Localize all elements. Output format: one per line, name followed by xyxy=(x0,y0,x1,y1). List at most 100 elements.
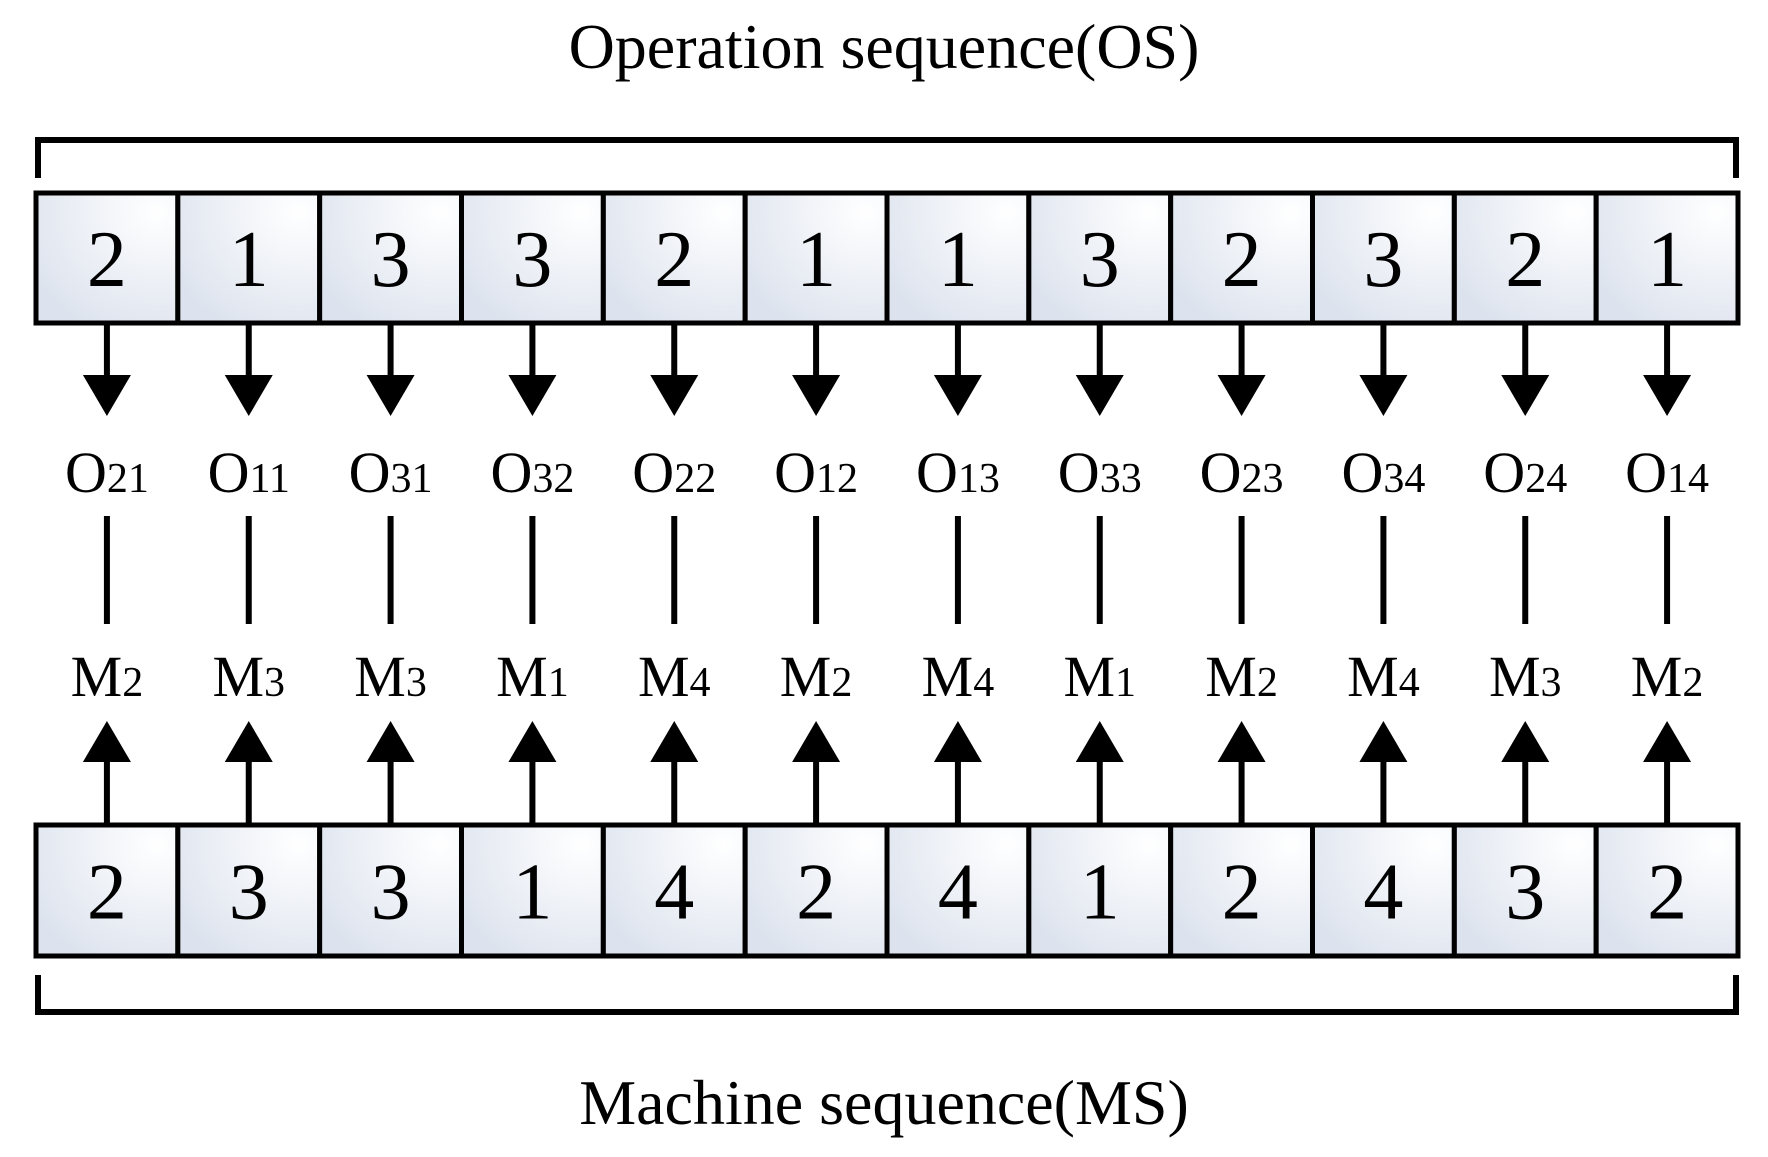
operation-label-letter: O xyxy=(1341,440,1383,505)
ms-cell xyxy=(1026,822,1174,959)
machine-label: M2 xyxy=(780,644,853,709)
machine-label-subscript: 3 xyxy=(1541,660,1562,706)
arrow-down-icon xyxy=(508,375,557,416)
os-value: 3 xyxy=(1363,216,1403,304)
ms-value: 2 xyxy=(796,849,836,937)
operation-label-subscript: 23 xyxy=(1242,456,1284,502)
operation-label-subscript: 24 xyxy=(1525,456,1567,502)
os-cell xyxy=(33,190,181,326)
operation-label: O34 xyxy=(1341,440,1425,505)
os-bracket xyxy=(35,137,1739,178)
machine-label: M3 xyxy=(212,644,285,709)
os-value: 3 xyxy=(371,216,411,304)
arrow-down-icon xyxy=(1217,375,1266,416)
machine-label-letter: M xyxy=(496,644,548,709)
machine-label-subscript: 2 xyxy=(122,660,143,706)
machine-label: M3 xyxy=(354,644,427,709)
operation-label: O33 xyxy=(1058,440,1142,505)
ms-cell xyxy=(884,822,1032,959)
machine-label-subscript: 3 xyxy=(406,660,427,706)
ms-cell xyxy=(1310,822,1457,959)
operation-label-subscript: 12 xyxy=(816,456,858,502)
operation-label: O23 xyxy=(1200,440,1284,505)
operation-label-subscript: 34 xyxy=(1383,456,1425,502)
arrow-down-icon xyxy=(82,375,131,416)
operation-label: O31 xyxy=(349,440,433,505)
arrow-up-icon xyxy=(508,721,557,762)
machine-label: M2 xyxy=(1205,644,1278,709)
machine-label-subscript: 2 xyxy=(1257,660,1278,706)
machine-label-letter: M xyxy=(212,644,264,709)
arrow-down-icon xyxy=(650,375,699,416)
machine-label: M4 xyxy=(1347,644,1420,709)
os-cell xyxy=(1026,190,1174,326)
arrow-down-icon xyxy=(1643,375,1692,416)
os-cell xyxy=(1310,190,1457,326)
arrow-up-icon xyxy=(1501,721,1550,762)
operation-label: O13 xyxy=(916,440,1000,505)
ms-cell xyxy=(742,822,890,959)
arrow-up-icon xyxy=(366,721,415,762)
os-value: 2 xyxy=(654,216,694,304)
arrow-up-icon xyxy=(224,721,273,762)
operation-label: O11 xyxy=(208,440,290,505)
operation-label-subscript: 11 xyxy=(249,456,289,502)
mapping-links xyxy=(82,323,1692,825)
arrow-up-icon xyxy=(1217,721,1266,762)
ms-cell xyxy=(1593,822,1741,959)
os-cell xyxy=(1593,190,1741,326)
machine-label: M1 xyxy=(1063,644,1136,709)
machine-label: M4 xyxy=(638,644,711,709)
machine-label-letter: M xyxy=(1347,644,1399,709)
operation-label-subscript: 31 xyxy=(391,456,433,502)
machine-label-subscript: 2 xyxy=(1682,660,1703,706)
machine-label: M1 xyxy=(496,644,569,709)
os-value: 2 xyxy=(1222,216,1262,304)
arrow-up-icon xyxy=(792,721,841,762)
operation-label-subscript: 33 xyxy=(1100,456,1142,502)
operation-label-letter: O xyxy=(349,440,391,505)
operation-label-letter: O xyxy=(208,440,250,505)
arrow-up-icon xyxy=(1643,721,1692,762)
machine-label-letter: M xyxy=(1631,644,1683,709)
machine-label-subscript: 1 xyxy=(1115,660,1136,706)
arrow-down-icon xyxy=(792,375,841,416)
operation-label-letter: O xyxy=(632,440,674,505)
operation-label-letter: O xyxy=(916,440,958,505)
ms-cell xyxy=(1451,822,1599,959)
operation-label-letter: O xyxy=(65,440,107,505)
operation-label-letter: O xyxy=(1483,440,1525,505)
operation-label-subscript: 14 xyxy=(1667,456,1709,502)
machine-label-subscript: 1 xyxy=(548,660,569,706)
operation-label: O32 xyxy=(490,440,574,505)
ms-cell xyxy=(317,822,464,959)
os-value: 1 xyxy=(796,216,836,304)
ms-value: 3 xyxy=(229,849,269,937)
operation-label-subscript: 32 xyxy=(532,456,574,502)
ms-cell xyxy=(1168,822,1315,959)
ms-value: 2 xyxy=(1222,849,1262,937)
ms-value: 4 xyxy=(938,849,978,937)
os-value: 3 xyxy=(1080,216,1120,304)
arrow-down-icon xyxy=(224,375,273,416)
arrow-up-icon xyxy=(1359,721,1408,762)
ms-value: 1 xyxy=(1080,849,1120,937)
machine-label-subscript: 3 xyxy=(264,660,285,706)
os-value: 1 xyxy=(938,216,978,304)
operation-label-letter: O xyxy=(1625,440,1667,505)
operation-label-subscript: 21 xyxy=(107,456,149,502)
machine-label: M3 xyxy=(1489,644,1562,709)
operation-label: O22 xyxy=(632,440,716,505)
machine-label-subscript: 4 xyxy=(690,660,711,706)
arrow-up-icon xyxy=(1075,721,1124,762)
ms-value: 4 xyxy=(654,849,694,937)
arrow-down-icon xyxy=(1501,375,1550,416)
machine-label: M2 xyxy=(71,644,144,709)
operation-label-letter: O xyxy=(1058,440,1100,505)
machine-label-letter: M xyxy=(922,644,974,709)
ms-value: 2 xyxy=(1647,849,1687,937)
